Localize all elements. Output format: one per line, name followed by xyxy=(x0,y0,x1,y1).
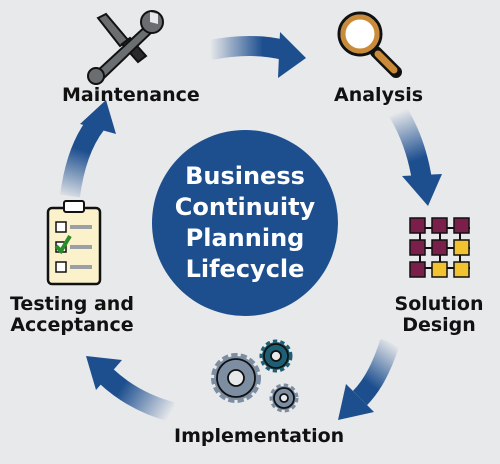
magnifying-glass-icon xyxy=(337,11,402,78)
clipboard-checklist-icon xyxy=(46,200,102,286)
stage-label-testing-line-2: Acceptance xyxy=(10,314,134,336)
flowchart-grid-icon xyxy=(409,217,470,278)
arrow-analysis-to-solution xyxy=(389,106,442,206)
stage-label-solution-design-line-1: Solution xyxy=(394,293,484,315)
center-title-line-1: Business xyxy=(185,162,305,190)
arrow-implementation-to-testing xyxy=(86,356,175,422)
arrow-maintenance-to-analysis xyxy=(208,32,306,78)
gears-icon xyxy=(211,339,299,413)
wrench-screwdriver-icon xyxy=(87,10,164,85)
center-circle xyxy=(152,130,338,316)
center-title-line-3: Planning xyxy=(185,224,305,252)
stage-label-testing: Testing and Acceptance xyxy=(10,294,134,336)
center-title-line-4: Lifecycle xyxy=(185,255,305,283)
stage-label-testing-line-1: Testing and xyxy=(10,293,134,315)
arrow-solution-to-implementation xyxy=(338,338,400,420)
stage-label-analysis: Analysis xyxy=(334,84,424,106)
stage-label-solution-design: Solution Design xyxy=(392,294,486,336)
center-title-line-2: Continuity xyxy=(174,193,316,221)
stage-label-implementation: Implementation xyxy=(174,425,345,447)
center-title: Business Continuity Planning Lifecycle xyxy=(153,148,337,298)
stage-label-solution-design-line-2: Design xyxy=(402,314,476,336)
arrow-testing-to-maintenance xyxy=(60,100,116,198)
stage-label-maintenance: Maintenance xyxy=(62,84,200,106)
